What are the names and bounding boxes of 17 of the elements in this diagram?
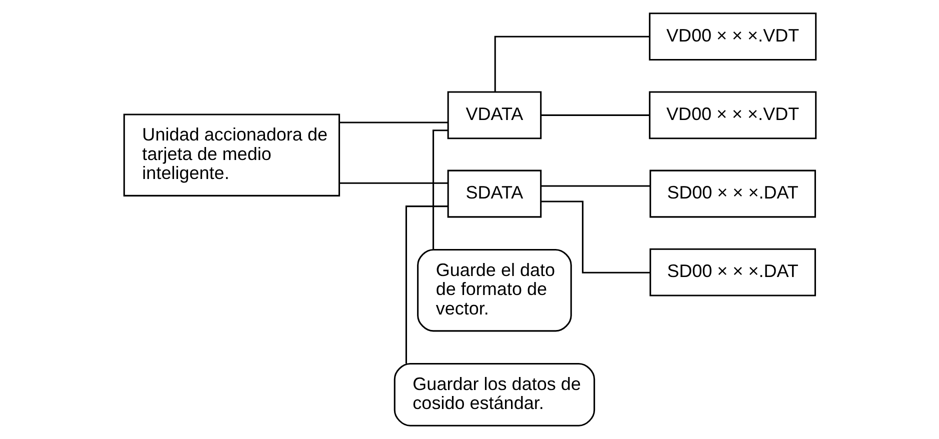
connector (540, 185, 650, 187)
node-box: Guardar los datos de cosido estándar. (393, 363, 595, 426)
node-box: Unidad accionadora de tarjeta de medio inteligente. (122, 114, 340, 196)
connector (338, 182, 448, 184)
node-box: VD00 × × ×.VDT (648, 12, 816, 61)
node-box: SD00 × × ×.DAT (649, 248, 816, 296)
connector (540, 114, 649, 116)
node-box: VD00 × × ×.VDT (648, 91, 816, 140)
node-box: SDATA (446, 170, 542, 218)
node-box: SD00 × × ×.DAT (649, 170, 816, 218)
connector (540, 200, 650, 274)
connector (494, 36, 650, 92)
node-box: Guarde el dato de formato de vector. (416, 249, 572, 332)
connector (404, 206, 448, 364)
connector (432, 130, 448, 250)
connector (338, 122, 448, 124)
node-box: VDATA (446, 91, 542, 140)
